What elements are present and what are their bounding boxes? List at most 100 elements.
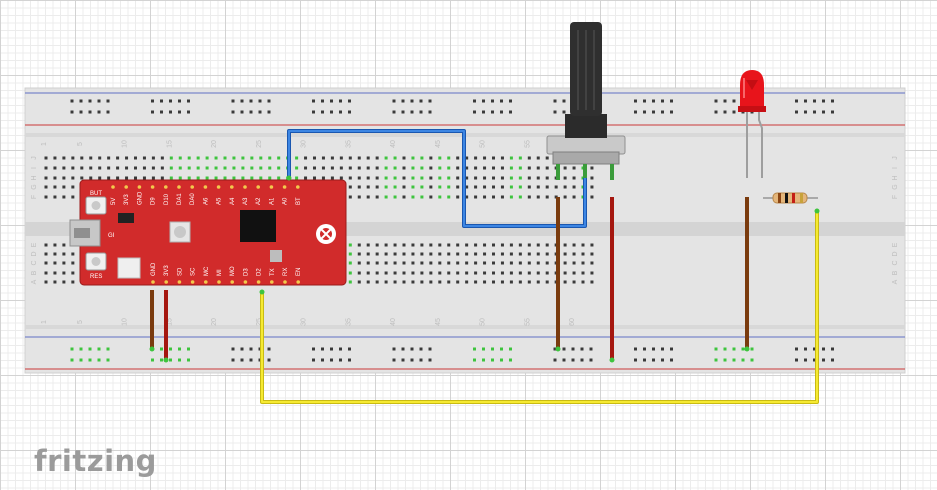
breadboard-hole [89, 156, 93, 160]
breadboard-hole [527, 176, 531, 180]
breadboard-hole [428, 347, 432, 351]
breadboard-hole [348, 99, 351, 103]
breadboard-hole [483, 280, 487, 284]
breadboard-hole [79, 99, 83, 103]
breadboard-hole [384, 280, 388, 284]
board-pin [164, 185, 168, 189]
breadboard-hole [339, 166, 343, 170]
breadboard-hole [151, 176, 155, 180]
breadboard-hole [411, 280, 415, 284]
breadboard-hole [375, 166, 379, 170]
breadboard-hole [339, 176, 343, 180]
breadboard-hole [44, 261, 48, 265]
resistor[interactable] [763, 192, 818, 204]
breadboard-hole [545, 166, 549, 170]
breadboard-hole [447, 185, 451, 189]
breadboard-hole [643, 358, 646, 362]
breadboard-hole [500, 176, 504, 180]
breadboard-hole [196, 166, 200, 170]
breadboard-hole [509, 347, 512, 351]
breadboard-hole [491, 99, 494, 103]
breadboard-hole [590, 166, 594, 170]
breadboard-hole [80, 176, 84, 180]
breadboard-hole [473, 99, 476, 103]
breadboard-hole [447, 271, 451, 275]
breadboard-hole [393, 271, 397, 275]
breadboard-hole [465, 185, 469, 189]
breadboard-hole [509, 358, 512, 362]
breadboard-hole [562, 358, 566, 362]
breadboard-hole [160, 110, 163, 114]
board-pin [137, 185, 142, 189]
breadboard-hole [321, 176, 325, 180]
breadboard-hole [53, 176, 57, 180]
breadboard-hole [366, 252, 370, 256]
breadboard-hole [420, 271, 424, 275]
breadboard-hole [447, 252, 451, 256]
breadboard-hole [375, 271, 379, 275]
breadboard-hole [366, 156, 370, 160]
breadboard-hole [536, 243, 540, 247]
breadboard-hole [509, 271, 513, 275]
res-label: RES [90, 274, 102, 280]
breadboard-hole [375, 261, 379, 265]
breadboard-hole [53, 156, 57, 160]
potentiometer[interactable] [546, 22, 626, 180]
row-letter: D [31, 251, 38, 256]
breadboard-hole [813, 347, 816, 351]
breadboard-hole [392, 347, 396, 351]
breadboard-hole [79, 347, 83, 351]
breadboard-hole [831, 347, 834, 351]
breadboard-hole [70, 99, 74, 103]
breadboard-hole [258, 110, 262, 114]
breadboard-hole [384, 166, 388, 170]
breadboard-hole [536, 271, 540, 275]
breadboard-hole [474, 176, 478, 180]
breadboard-hole [571, 347, 575, 351]
breadboard-hole [554, 185, 558, 189]
breadboard-hole [348, 156, 352, 160]
breadboard-hole [402, 261, 406, 265]
breadboard-hole [330, 99, 333, 103]
breadboard-hole [590, 261, 594, 265]
row-letter: D [892, 251, 899, 256]
board-pin [204, 280, 208, 284]
breadboard-hole [366, 166, 370, 170]
breadboard-hole [572, 185, 576, 189]
breadboard-hole [134, 176, 137, 180]
breadboard-hole [545, 261, 549, 265]
column-number: 45 [435, 140, 442, 148]
breadboard-hole [142, 156, 146, 160]
breadboard-hole [518, 195, 522, 199]
breadboard-hole [312, 99, 315, 103]
breadboard-hole [62, 243, 66, 247]
breadboard-hole [589, 358, 593, 362]
breadboard-hole [366, 280, 370, 284]
breadboard-hole [500, 185, 504, 189]
breadboard-hole [134, 156, 137, 160]
breadboard-hole [232, 156, 236, 160]
breadboard-hole [634, 110, 637, 114]
breadboard-hole [357, 166, 361, 170]
column-number: 35 [345, 140, 352, 148]
breadboard-hole [456, 280, 460, 284]
breadboard-hole [348, 243, 352, 247]
board-pin [203, 185, 208, 189]
breadboard-hole [741, 347, 745, 351]
breadboard-hole [590, 280, 594, 284]
breadboard-hole [187, 110, 190, 114]
breadboard-hole [71, 156, 75, 160]
breadboard-hole [151, 110, 154, 114]
breadboard-hole [169, 176, 173, 180]
breadboard-hole [151, 166, 155, 170]
breadboard-hole [509, 195, 513, 199]
breadboard-hole [527, 166, 531, 170]
breadboard-hole [223, 176, 227, 180]
breadboard-hole [723, 358, 727, 362]
breadboard-hole [44, 156, 48, 160]
breadboard-hole [643, 347, 646, 351]
breadboard-hole [339, 99, 342, 103]
red-led[interactable] [738, 70, 766, 178]
